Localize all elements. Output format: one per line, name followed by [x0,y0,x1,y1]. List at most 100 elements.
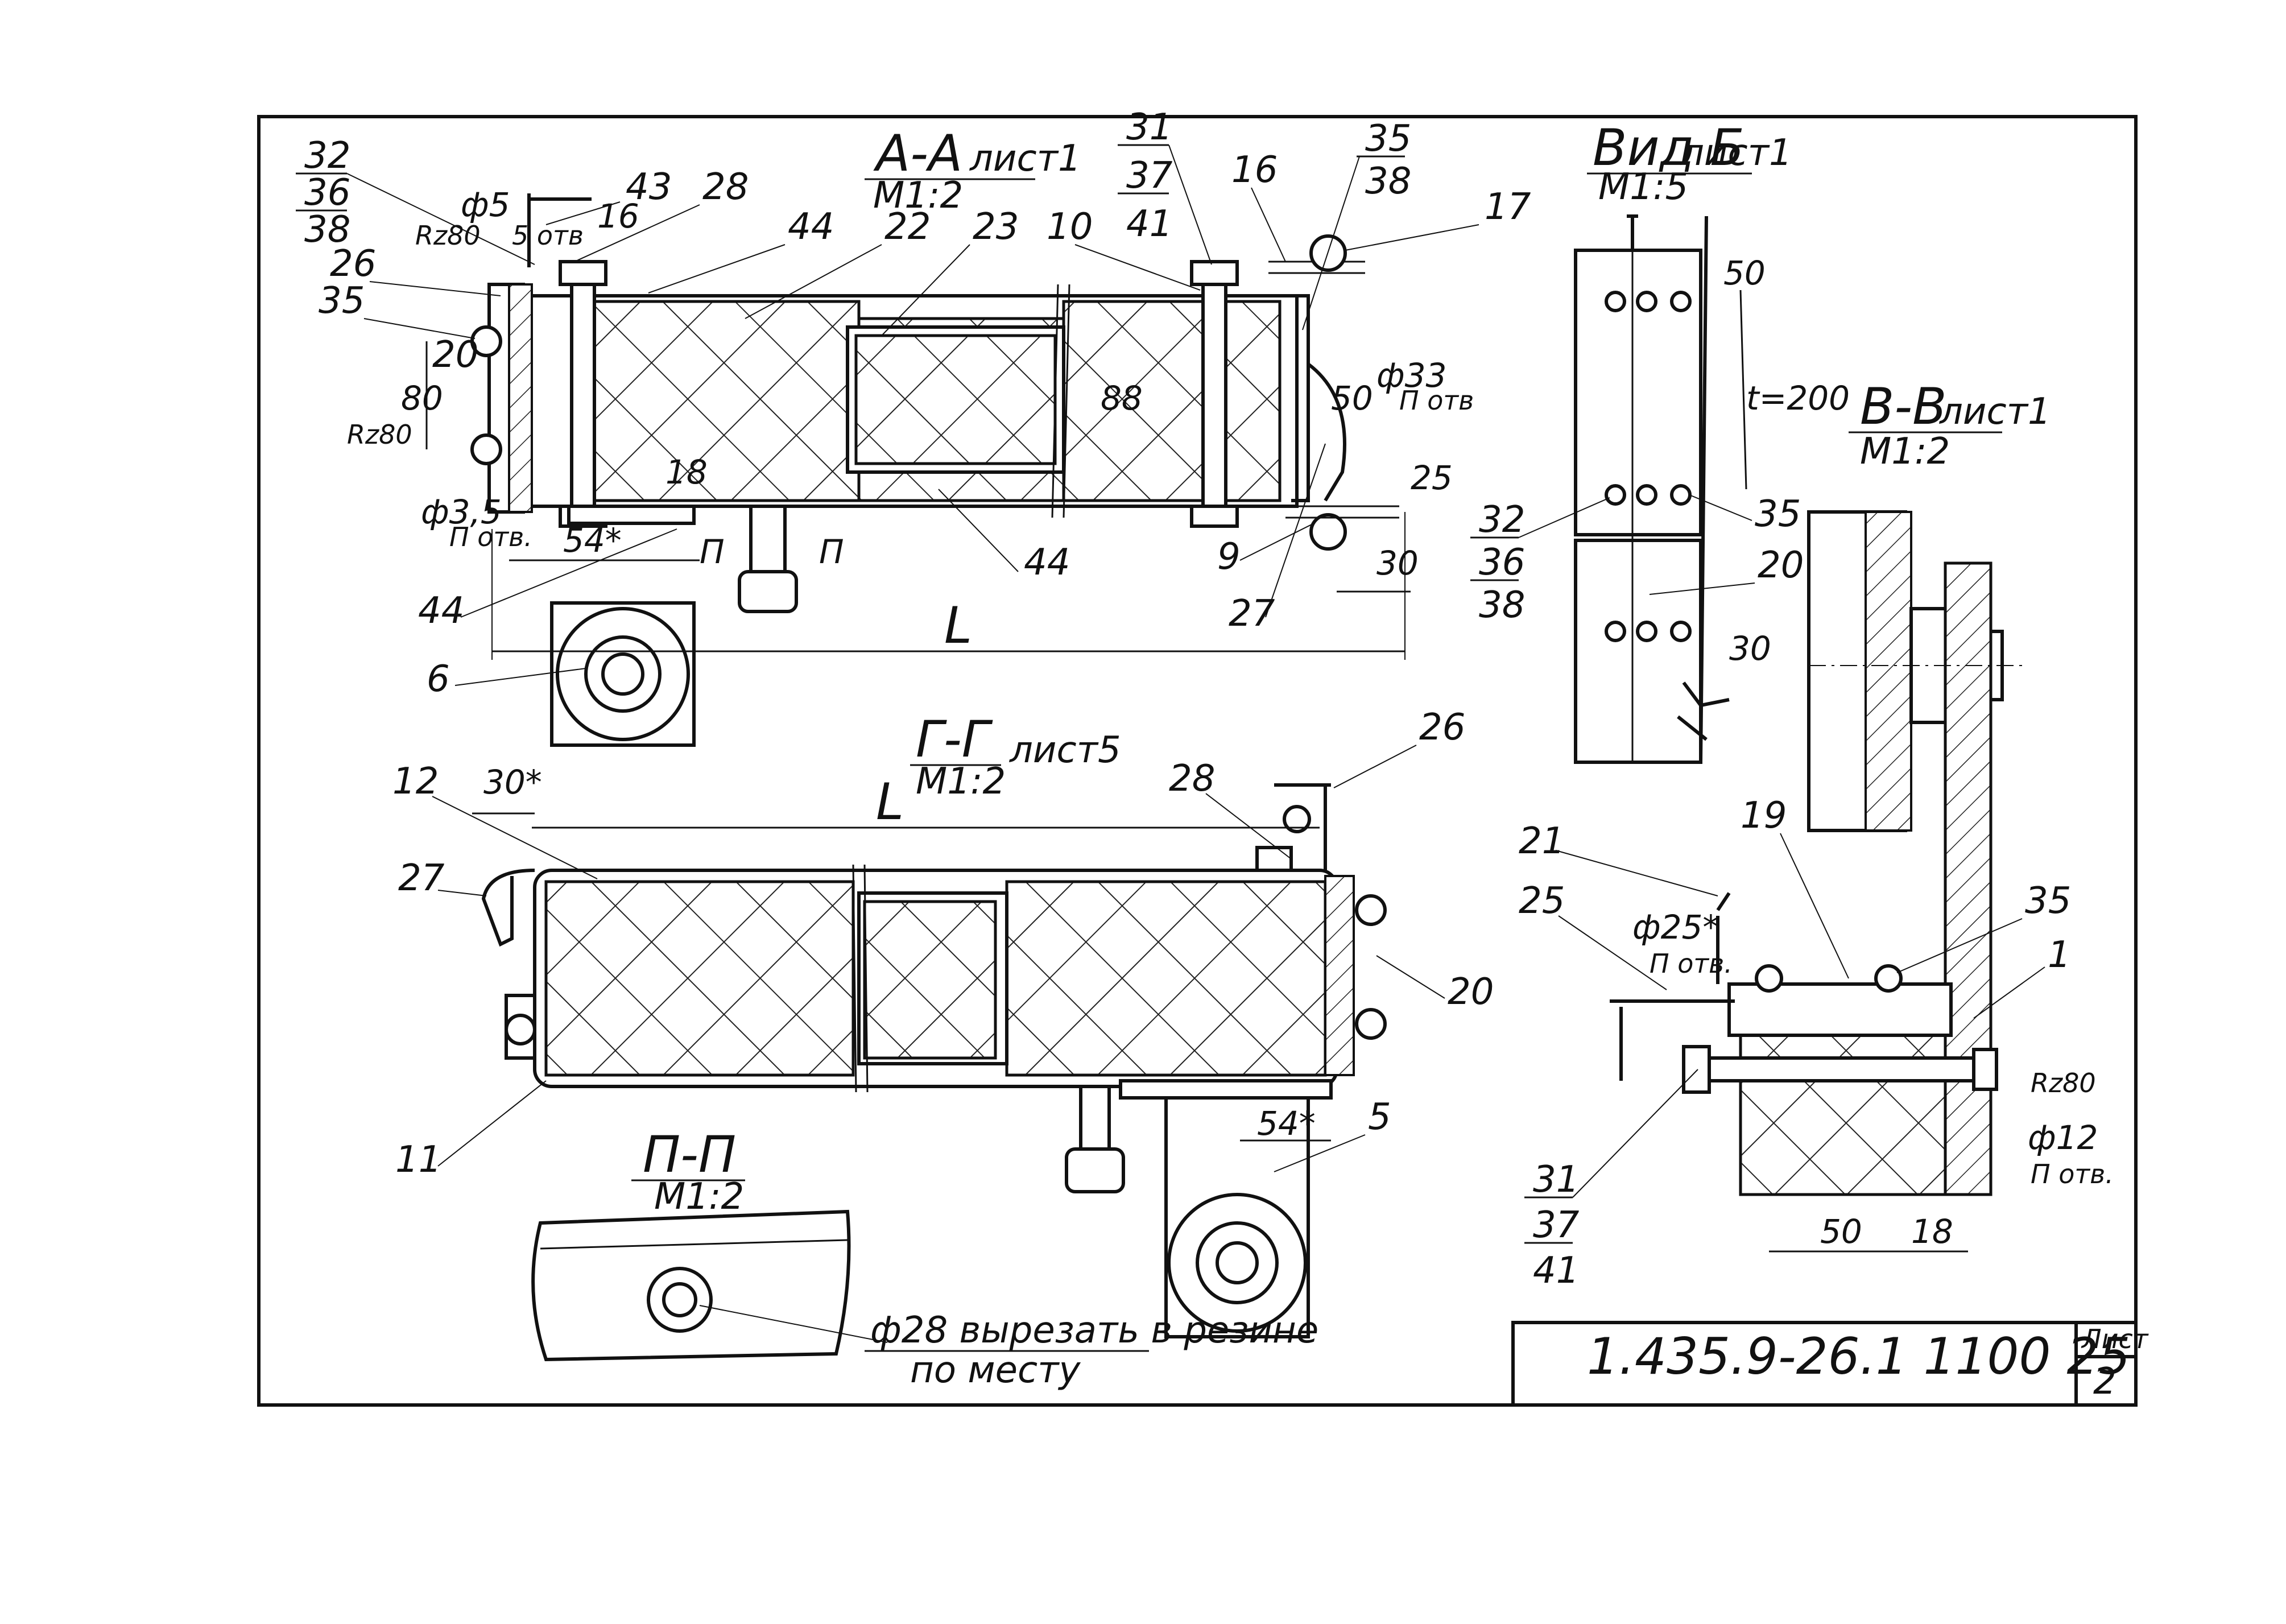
aa-leader-43 [545,201,621,225]
vv-wheel-rim [1865,511,1912,832]
gg-dim-54: 54* [1257,1104,1316,1143]
aa-stem [749,505,787,576]
gg-right-rivet-bottom [1355,1008,1387,1040]
gg-leader-20 [1376,955,1445,999]
aa-label-16: 16 [1231,149,1278,191]
aa-leader-35-right [1302,156,1360,330]
aa-dim-16: 16 [597,197,639,235]
aa-label-26: 26 [330,243,376,285]
vv-left-bracket [1610,916,1735,1081]
gg-leader-27 [437,890,487,896]
vv-label-37: 37 [1533,1204,1580,1246]
aa-stem-cap [738,570,798,613]
vv-label-25: 25 [1519,880,1565,922]
view-vv-sheet-ref: лист1 [1938,391,2051,433]
gg-dim-L: L [876,772,904,831]
aa-label-31: 31 [1126,106,1172,148]
vv-label-19: 19 [1741,795,1787,837]
aa-dim-18: 18 [665,453,708,491]
gg-leader-26 [1333,745,1417,788]
aa-dim-rz80-bottom: Rz80 [347,419,412,450]
aa-channel-inner [854,334,1057,465]
aa-left-bolt [570,271,596,525]
aa-dim-phi5: ф5 [461,185,510,224]
vv-leader-21 [1555,850,1718,896]
aa-label-6: 6 [427,658,450,700]
gg-insulation-right [1005,880,1327,1077]
vv-rivet-left [1755,964,1783,993]
vidb-plate-bottom [1574,539,1702,764]
vv-dim-phi25: ф25* [1632,908,1719,947]
vidb-bottom-latch [1677,681,1730,741]
vv-leader-19 [1780,833,1849,979]
vv-leader-35 [1896,918,2023,973]
gg-wheel-mid [1196,1221,1279,1304]
aa-leader-10 [1074,244,1201,291]
aa-leader-22 [745,244,882,319]
aa-label-38: 38 [304,209,350,251]
aa-label-37: 37 [1126,155,1173,197]
pp-hole-inner [662,1282,697,1317]
aa-dim-30: 30 [1376,544,1419,582]
view-gg-title: Г-Г [916,710,993,768]
aa-label-23: 23 [973,206,1019,248]
view-vv-scale: М1:2 [1860,431,1950,473]
aa-label-35-right: 35 [1365,118,1411,160]
aa-label-17: 17 [1485,186,1531,228]
gg-channel-inner [863,900,997,1060]
vidb-bolt-top-3 [1670,291,1692,312]
aa-leader-31 [1168,144,1212,265]
aa-left-bolt-nut-top [559,260,607,286]
vv-bolt-nut-right [1972,1048,1998,1091]
pp-note-line-2: по месту [910,1349,1081,1391]
view-vv-title: В-В [1860,377,1947,436]
view-aa-title: А-А [873,124,962,183]
aa-right-hinge-bottom [1285,505,1399,519]
view-vidb-title: Вид Б [1593,118,1745,177]
aa-section-mark-p-right: П [819,532,844,571]
aa-dim-phi33: ф33 [1376,356,1446,395]
aa-leader-44-bottom-right [938,489,1019,572]
aa-wheel-outer [556,607,690,741]
gg-label-26: 26 [1419,706,1465,749]
aa-dim-5otv: 5 отв [512,220,584,251]
aa-hinge-ring-bottom [1309,513,1347,551]
aa-leader-28 [574,204,700,262]
aa-rivet-bottom [470,433,502,465]
aa-wheel-inner [601,652,644,696]
aa-leader-23 [881,244,970,336]
aa-dim-88: 88 [1101,379,1143,418]
aa-dim-54: 54* [563,521,622,560]
drawing-code: 1.435.9-26.1 1100 25 [1587,1327,2130,1386]
vv-rivet-right [1874,964,1903,993]
aa-leader-16 [1251,187,1286,262]
gg-left-rivet [505,1014,536,1046]
sheet-label: Лист [2081,1324,2149,1354]
vidb-bolt-top-1 [1605,291,1626,312]
gg-dim-30: 30* [483,763,542,801]
aa-leader-32 [346,173,535,265]
aa-leader-35 [363,318,476,339]
title-block: 1.435.9-26.1 1100 25 Лист 2 [1511,1321,2149,1407]
aa-break-line-1 [1051,284,1059,518]
aa-label-44-top: 44 [788,206,834,248]
vv-label-35: 35 [2025,880,2071,922]
vidb-dim-t200: t=200 [1746,379,1850,418]
gg-right-rivet-top [1355,894,1387,926]
vv-label-31: 31 [1533,1159,1579,1201]
gg-right-bracket [1274,783,1331,870]
aa-top-bracket [527,193,592,267]
vv-label-1: 1 [2048,934,2071,976]
vidb-bolt-mid-1 [1605,484,1626,506]
sheet-frame [257,115,2138,1407]
vv-bolt-head-left [1682,1045,1711,1094]
aa-right-bolt [1201,271,1227,525]
aa-bottom-strip [567,505,696,525]
gg-stem [1079,1085,1111,1151]
aa-leader-44-bottom-left [460,528,677,618]
vv-bolt [1705,1056,1981,1082]
aa-label-35: 35 [319,280,365,322]
aa-label-10: 10 [1047,206,1093,248]
vv-leader-31 [1572,1069,1698,1198]
aa-label-28: 28 [702,166,749,208]
